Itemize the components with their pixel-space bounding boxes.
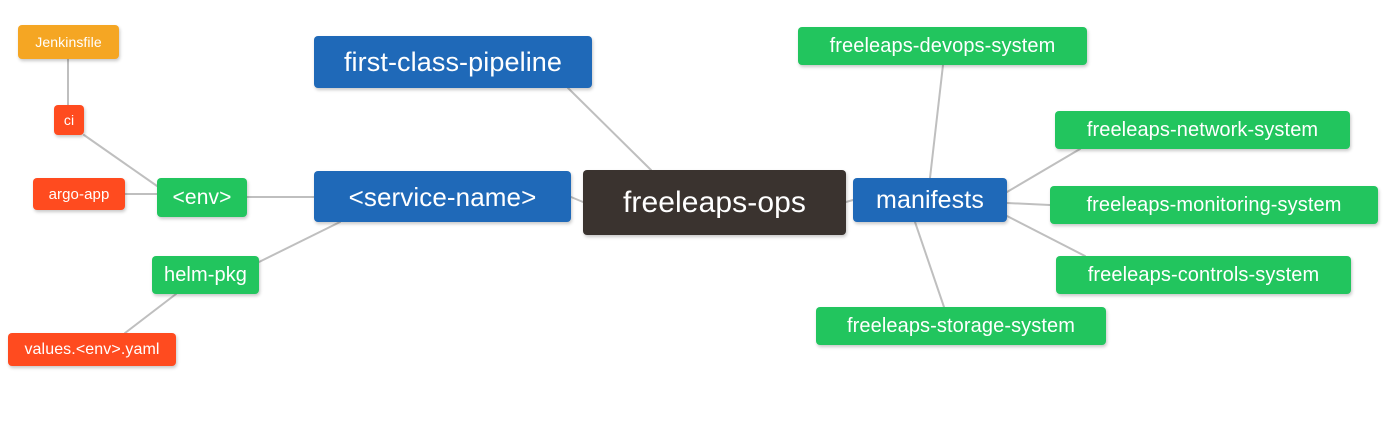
node-label-service-name: <service-name> xyxy=(348,181,537,212)
edge-ops-manifests xyxy=(845,199,854,203)
node-label-freeleaps-devops-system: freeleaps-devops-system xyxy=(829,35,1056,57)
node-label-freeleaps-controls-system: freeleaps-controls-system xyxy=(1087,264,1320,286)
node-freeleaps-controls-system[interactable]: freeleaps-controls-system xyxy=(1056,256,1351,294)
node-helm-pkg[interactable]: helm-pkg xyxy=(152,256,259,294)
edge-manifests-monitoring xyxy=(1006,202,1051,206)
node-label-argo-app: argo-app xyxy=(48,185,110,203)
node-freeleaps-network-system[interactable]: freeleaps-network-system xyxy=(1055,111,1350,149)
edge-service-name-helm-pkg xyxy=(258,221,341,263)
node-label-jenkinsfile: Jenkinsfile xyxy=(35,34,102,50)
edge-manifests-storage xyxy=(914,221,945,308)
node-freeleaps-ops[interactable]: freeleaps-ops xyxy=(583,170,846,235)
node-manifests[interactable]: manifests xyxy=(853,178,1007,222)
edge-ops-service-name xyxy=(570,196,584,203)
node-label-freeleaps-network-system: freeleaps-network-system xyxy=(1086,119,1319,141)
node-jenkinsfile[interactable]: Jenkinsfile xyxy=(18,25,119,59)
node-label-helm-pkg: helm-pkg xyxy=(163,264,248,286)
node-label-freeleaps-monitoring-system: freeleaps-monitoring-system xyxy=(1086,194,1342,216)
node-freeleaps-devops-system[interactable]: freeleaps-devops-system xyxy=(798,27,1087,65)
node-argo-app[interactable]: argo-app xyxy=(33,178,125,210)
node-service-name[interactable]: <service-name> xyxy=(314,171,571,222)
node-label-values-env-yaml: values.<env>.yaml xyxy=(24,340,160,358)
node-values-env-yaml[interactable]: values.<env>.yaml xyxy=(8,333,176,366)
edge-manifests-devops xyxy=(929,64,944,179)
node-label-freeleaps-storage-system: freeleaps-storage-system xyxy=(846,315,1076,337)
node-first-class-pipeline[interactable]: first-class-pipeline xyxy=(314,36,592,88)
node-env[interactable]: <env> xyxy=(157,178,247,217)
node-label-ci: ci xyxy=(63,112,75,128)
node-ci[interactable]: ci xyxy=(54,105,84,135)
edge-ops-first-class-pipeline xyxy=(567,87,652,171)
node-label-freeleaps-ops: freeleaps-ops xyxy=(622,185,807,219)
node-freeleaps-storage-system[interactable]: freeleaps-storage-system xyxy=(816,307,1106,345)
node-label-env: <env> xyxy=(172,186,232,209)
edge-helm-pkg-values xyxy=(124,293,177,334)
node-label-first-class-pipeline: first-class-pipeline xyxy=(343,46,563,77)
node-label-manifests: manifests xyxy=(876,185,984,214)
node-freeleaps-monitoring-system[interactable]: freeleaps-monitoring-system xyxy=(1050,186,1378,224)
